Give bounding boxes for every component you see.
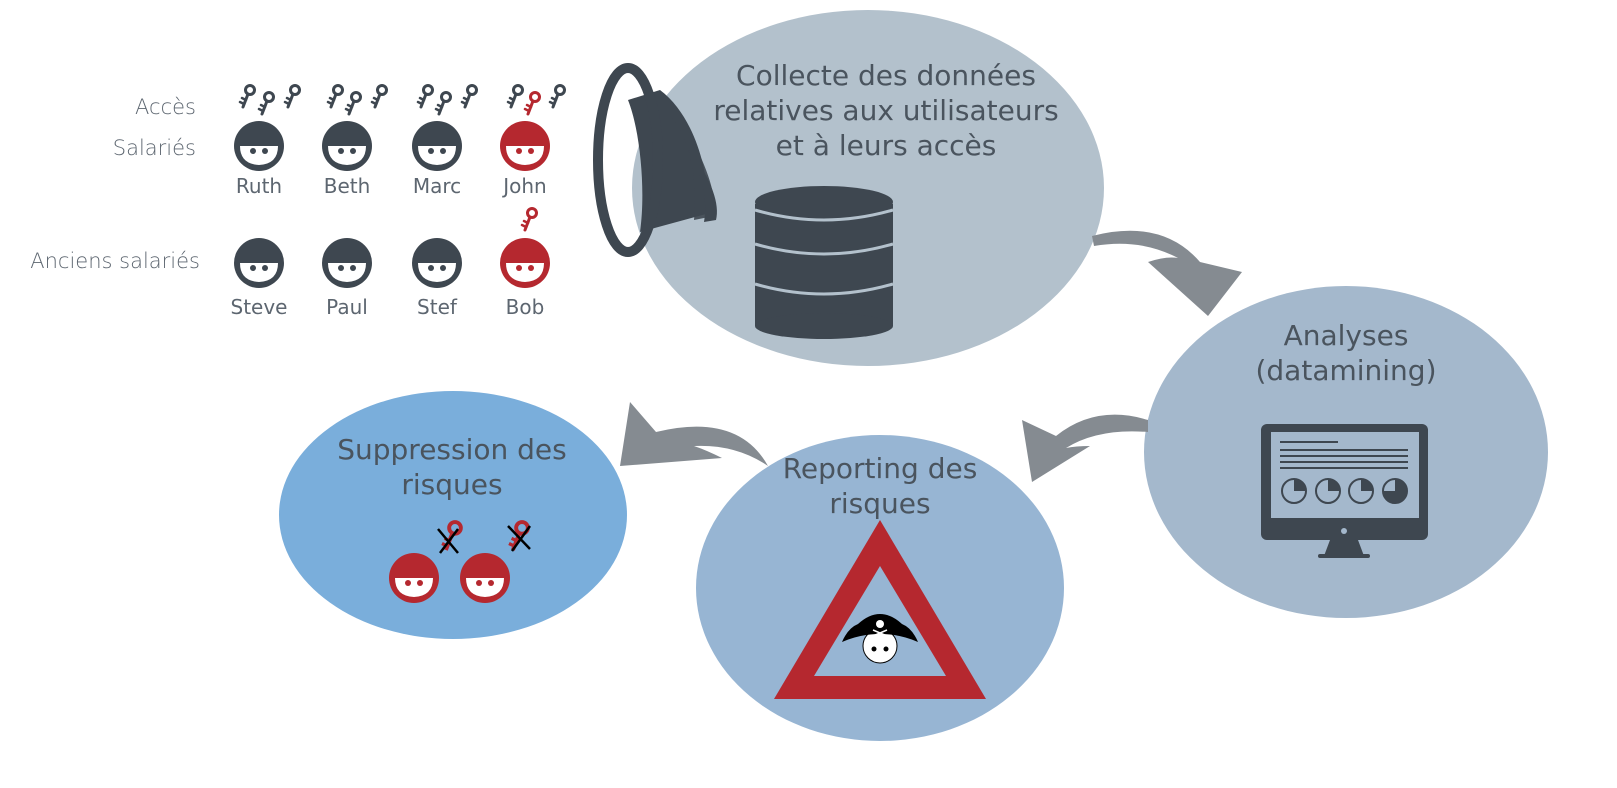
former-employee-name: Paul — [326, 295, 368, 319]
employee-name: Marc — [412, 174, 462, 198]
access-label: Accès — [135, 95, 196, 119]
suppress-bubble — [279, 391, 627, 639]
monitor-dashboard-icon — [1261, 424, 1428, 558]
former-employee-name: Steve — [230, 295, 288, 319]
collect-step-title: Collecte des données relatives aux utili… — [713, 59, 1059, 162]
warning-triangle-pirate-icon — [774, 520, 986, 699]
collect-bubble — [632, 10, 1104, 366]
former-employee-faces — [234, 238, 550, 288]
former-employees-label: Anciens salariés — [30, 249, 200, 273]
employee-name: Beth — [323, 174, 371, 198]
funnel-icon — [593, 63, 717, 257]
former-employee-name: Stef — [417, 295, 457, 319]
report-step-title: Reporting des risques — [782, 452, 978, 520]
database-icon — [754, 186, 894, 339]
employees-label: Salariés — [112, 136, 196, 160]
revoked-key-icon — [389, 520, 532, 603]
arrow-collect-to-analyse — [1092, 230, 1242, 316]
employee-name: Ruth — [235, 174, 283, 198]
former-employee-name: Bob — [505, 295, 545, 319]
employee-name: John — [503, 174, 547, 198]
analyse-step-title: Analyses (datamining) — [1255, 319, 1437, 387]
arrow-report-to-suppress — [620, 402, 768, 466]
suppress-step-title: Suppression des risques — [337, 433, 567, 501]
arrow-analyse-to-report — [1022, 414, 1148, 482]
employee-faces — [234, 121, 550, 171]
